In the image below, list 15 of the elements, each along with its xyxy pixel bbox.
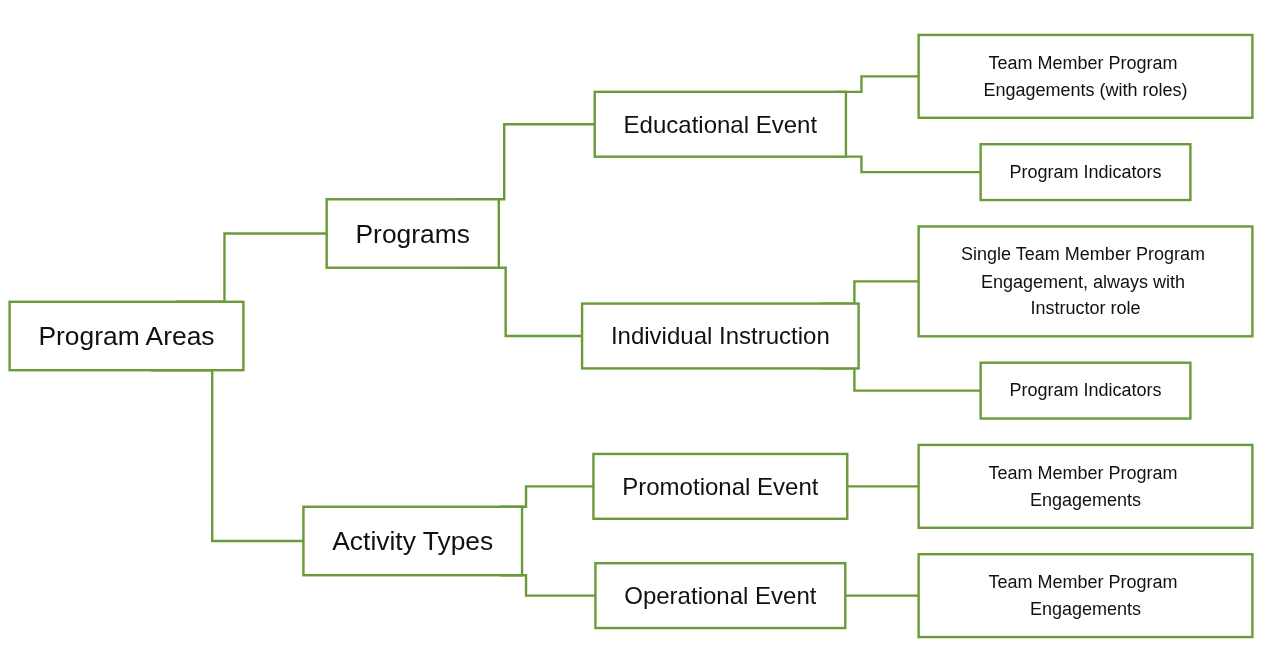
connector: [845, 594, 919, 597]
node-box: Team Member Program Engagements (with roles): [917, 33, 1254, 119]
node-box: Promotional Event: [592, 452, 849, 520]
node-box: Team Member Program Engagements: [917, 443, 1254, 529]
node-box: Educational Event: [593, 90, 848, 158]
node-box: Individual Instruction: [580, 302, 860, 370]
node-box: Activity Types: [302, 505, 524, 577]
node-box: Team Member Program Engagements: [917, 553, 1254, 639]
node-box: Program Areas: [8, 300, 245, 372]
connector: [847, 485, 919, 488]
node-box: Programs: [325, 198, 500, 269]
node-box: Program Indicators: [979, 143, 1192, 202]
node-box: Program Indicators: [979, 361, 1192, 420]
node-box: Single Team Member Program Engagement, always with Instructor role: [917, 225, 1254, 338]
node-box: Operational Event: [594, 562, 847, 630]
